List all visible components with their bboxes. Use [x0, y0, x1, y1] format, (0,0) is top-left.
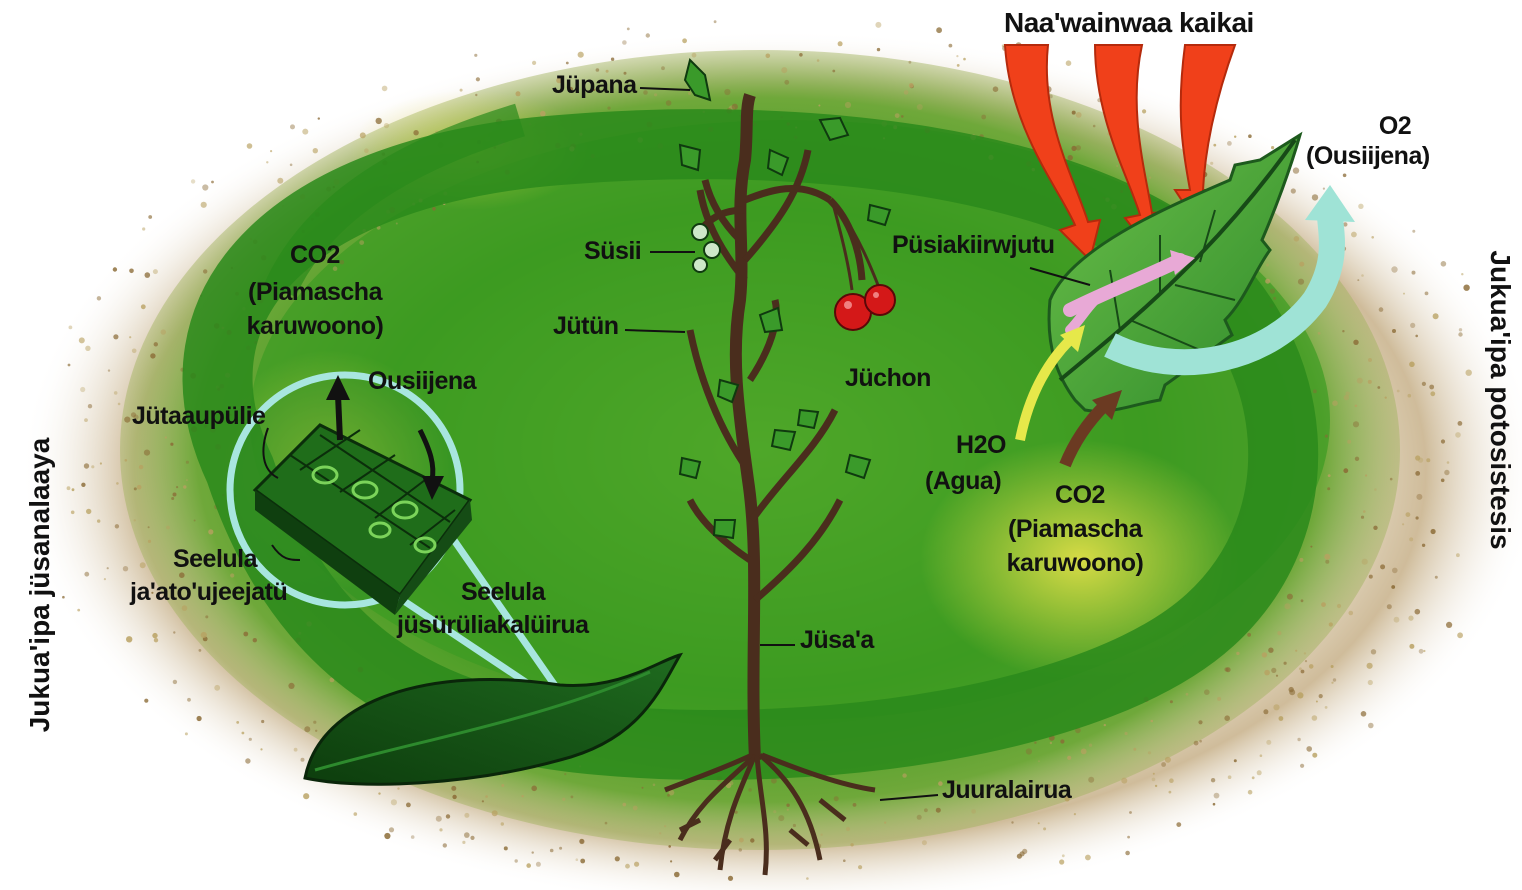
label-o2-name: (Ousiijena): [1306, 143, 1430, 169]
label-leaf: Jüpana: [552, 72, 637, 98]
label-fruit: Jüchon: [845, 365, 931, 391]
label-co2-left-formula: CO2: [275, 242, 355, 268]
label-co2-right-formula: CO2: [1040, 482, 1120, 508]
label-chlorophyll: Püsiakiirwjutu: [892, 232, 1054, 258]
label-guard-cells-line2: ja'ato'ujeejatü: [130, 579, 287, 605]
label-co2-right-line1: (Piamascha: [985, 516, 1165, 542]
side-title-photosynthesis: Jukua'ipa potosistesis: [1484, 250, 1516, 549]
label-co2-left-line1: (Piamascha: [225, 279, 405, 305]
label-h2o-name: (Agua): [925, 468, 1001, 494]
label-sub-cells-line1: Seelula: [448, 579, 558, 605]
label-stoma: Jütaaupülie: [132, 403, 265, 429]
label-branch: Jütün: [553, 313, 619, 339]
label-co2-right-line2: karuwoono): [985, 550, 1165, 576]
label-o2-formula: O2: [1375, 113, 1415, 139]
label-roots: Juuralairua: [942, 777, 1071, 803]
label-sunlight: Naa'wainwaa kaikai: [1004, 8, 1254, 37]
label-flower: Süsii: [584, 238, 641, 264]
label-trunk: Jüsa'a: [800, 627, 874, 653]
label-co2-left-line2: karuwoono): [225, 313, 405, 339]
label-sub-cells-line2: jüsürüliakalüirua: [397, 612, 589, 638]
label-h2o-formula: H2O: [951, 432, 1011, 458]
label-guard-cells-line1: Seelula: [165, 546, 265, 572]
side-title-respiration: Jukua'ipa jüsanalaaya: [24, 438, 56, 733]
label-oxygen: Ousiijena: [368, 368, 476, 394]
